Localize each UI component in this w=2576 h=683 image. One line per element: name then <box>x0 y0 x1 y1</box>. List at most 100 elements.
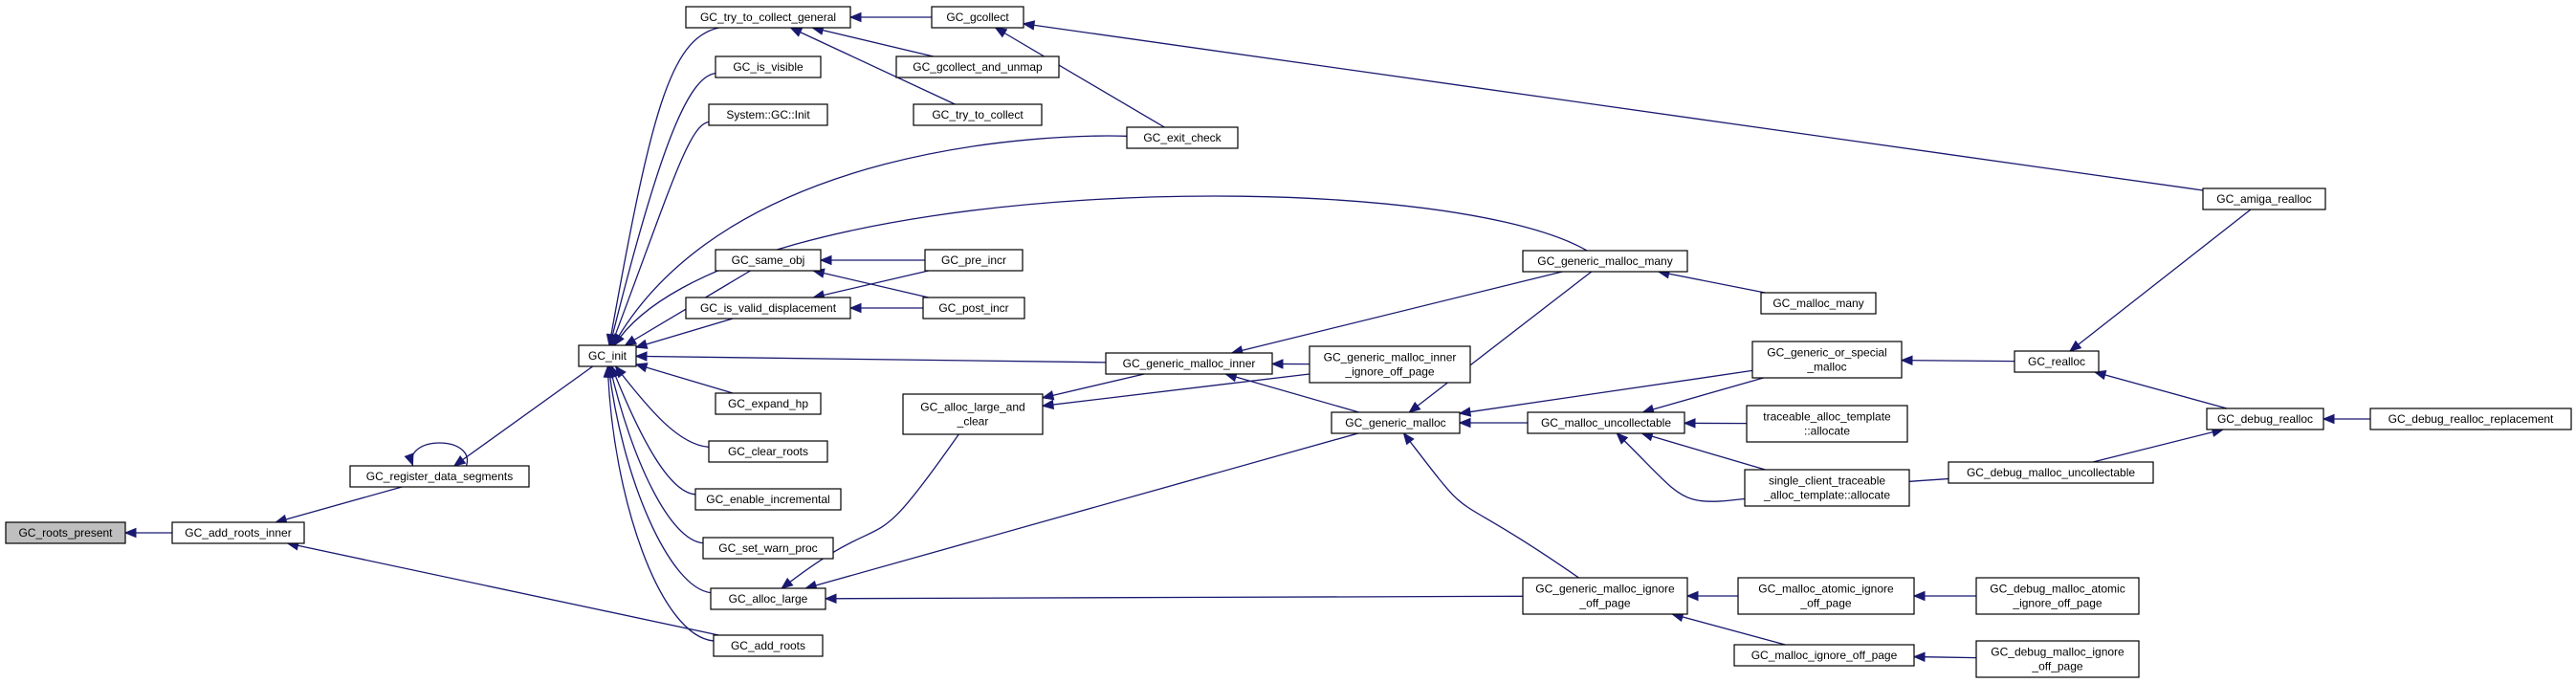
node-gc-gcollect[interactable]: GC_gcollect <box>931 6 1024 29</box>
node-gc-generic-malloc-many[interactable]: GC_generic_malloc_many <box>1522 250 1688 273</box>
node-gc-set-warn-proc[interactable]: GC_set_warn_proc <box>702 537 834 560</box>
edge-gc-alloc-large-to-gc-init <box>607 365 712 594</box>
node-gc-debug-malloc-ignore-off-page[interactable]: GC_debug_malloc_ignore_off_page <box>1975 640 2140 678</box>
node-box[interactable] <box>922 297 1025 319</box>
node-box[interactable] <box>1522 250 1688 273</box>
node-gc-init[interactable]: GC_init <box>578 344 637 367</box>
node-box[interactable] <box>708 103 828 126</box>
node-box[interactable] <box>1126 126 1239 149</box>
node-label: GC_post_incr <box>938 301 1008 315</box>
node-box[interactable] <box>715 55 822 78</box>
node-box[interactable] <box>349 465 530 488</box>
node-box[interactable] <box>713 634 824 657</box>
node-box[interactable] <box>902 393 1044 435</box>
node-box[interactable] <box>1746 405 1908 443</box>
node-box[interactable] <box>1527 411 1685 434</box>
node-gc-try-to-collect-general[interactable]: GC_try_to_collect_general <box>685 6 851 29</box>
node-gc-alloc-large[interactable]: GC_alloc_large <box>710 587 826 610</box>
edge-gc-set-warn-proc-to-gc-init <box>608 365 704 544</box>
node-box[interactable] <box>1105 352 1273 375</box>
node-box[interactable] <box>1975 640 2140 678</box>
node-box[interactable] <box>685 6 851 29</box>
node-gc-try-to-collect[interactable]: GC_try_to_collect <box>913 103 1043 126</box>
node-label: GC_malloc_ignore_off_page <box>1751 649 1898 662</box>
node-box[interactable] <box>1760 292 1877 315</box>
node-gc-same-obj[interactable]: GC_same_obj <box>715 249 822 272</box>
edge-traceable-alloc-template-allocate-to-gc-malloc-uncollectable-arrowhead <box>1683 418 1696 429</box>
node-box[interactable] <box>1751 341 1903 379</box>
node-box[interactable] <box>2014 350 2100 373</box>
node-gc-exit-check[interactable]: GC_exit_check <box>1126 126 1239 149</box>
node-box[interactable] <box>710 587 826 610</box>
node-box[interactable] <box>715 249 822 272</box>
node-box[interactable] <box>931 6 1024 29</box>
node-traceable-alloc-template-allocate[interactable]: traceable_alloc_template::allocate <box>1746 405 1908 443</box>
node-system-gc-init[interactable]: System::GC::Init <box>708 103 828 126</box>
node-box[interactable] <box>2202 187 2326 210</box>
node-box[interactable] <box>5 521 126 544</box>
edge-gc-exit-check-to-gc-gcollect <box>995 27 1165 128</box>
node-box[interactable] <box>1975 577 2140 615</box>
node-box[interactable] <box>1744 469 1910 507</box>
node-box[interactable] <box>1737 577 1915 615</box>
node-gc-clear-roots[interactable]: GC_clear_roots <box>708 440 828 463</box>
node-gc-generic-malloc-inner[interactable]: GC_generic_malloc_inner <box>1105 352 1273 375</box>
node-label: GC_enable_incremental <box>706 493 829 506</box>
node-gc-is-visible[interactable]: GC_is_visible <box>715 55 822 78</box>
edge-gc-enable-incremental-to-gc-init <box>610 365 696 496</box>
node-box[interactable] <box>708 440 828 463</box>
node-box[interactable] <box>2369 408 2572 430</box>
node-label: GC_try_to_collect <box>932 108 1024 121</box>
node-gc-pre-incr[interactable]: GC_pre_incr <box>924 249 1024 272</box>
node-box[interactable] <box>171 521 305 544</box>
edge-system-gc-init-to-gc-init <box>610 121 710 346</box>
node-gc-enable-incremental[interactable]: GC_enable_incremental <box>694 488 842 511</box>
node-gc-generic-malloc-inner-ignore-off-page[interactable]: GC_generic_malloc_inner_ignore_off_page <box>1309 345 1471 384</box>
node-gc-generic-malloc[interactable]: GC_generic_malloc <box>1331 411 1461 434</box>
node-box[interactable] <box>895 55 1060 78</box>
node-single-client-traceable-alloc-template-allocate[interactable]: single_client_traceable_alloc_template::… <box>1744 469 1910 507</box>
node-gc-is-valid-displacement[interactable]: GC_is_valid_displacement <box>685 297 851 319</box>
edge-gc-add-roots-to-gc-add-roots-inner <box>287 542 719 636</box>
node-gc-generic-or-special-malloc[interactable]: GC_generic_or_special_malloc <box>1751 341 1903 379</box>
node-gc-debug-realloc-replacement[interactable]: GC_debug_realloc_replacement <box>2369 408 2572 430</box>
edge-gc-generic-malloc-ignore-off-page-to-gc-alloc-large <box>825 595 1524 600</box>
node-gc-add-roots-inner[interactable]: GC_add_roots_inner <box>171 521 305 544</box>
node-gc-expand-hp[interactable]: GC_expand_hp <box>715 392 822 415</box>
node-gc-post-incr[interactable]: GC_post_incr <box>922 297 1025 319</box>
node-box[interactable] <box>1948 461 2154 484</box>
node-gc-malloc-atomic-ignore-off-page[interactable]: GC_malloc_atomic_ignore_off_page <box>1737 577 1915 615</box>
node-box[interactable] <box>1309 345 1471 384</box>
node-box[interactable] <box>924 249 1024 272</box>
node-gc-generic-malloc-ignore-off-page[interactable]: GC_generic_malloc_ignore_off_page <box>1522 577 1688 615</box>
node-gc-malloc-many[interactable]: GC_malloc_many <box>1760 292 1877 315</box>
node-box[interactable] <box>702 537 834 560</box>
node-label: traceable_alloc_template <box>1763 410 1891 424</box>
node-gc-roots-present[interactable]: GC_roots_present <box>5 521 126 544</box>
node-box[interactable] <box>2206 408 2324 430</box>
node-gc-debug-malloc-atomic-ignore-off-page[interactable]: GC_debug_malloc_atomic_ignore_off_page <box>1975 577 2140 615</box>
node-label: GC_malloc_atomic_ignore <box>1758 583 1894 596</box>
edge-gc-expand-hp-to-gc-init <box>635 364 734 394</box>
node-gc-debug-realloc[interactable]: GC_debug_realloc <box>2206 408 2324 430</box>
node-label: GC_try_to_collect_general <box>700 11 836 24</box>
node-box[interactable] <box>715 392 822 415</box>
node-gc-malloc-ignore-off-page[interactable]: GC_malloc_ignore_off_page <box>1733 644 1915 667</box>
node-gc-add-roots[interactable]: GC_add_roots <box>713 634 824 657</box>
node-box[interactable] <box>1522 577 1688 615</box>
node-gc-malloc-uncollectable[interactable]: GC_malloc_uncollectable <box>1527 411 1685 434</box>
edge-gc-generic-or-special-malloc-to-gc-generic-malloc-arrowhead <box>1458 407 1472 417</box>
node-box[interactable] <box>685 297 851 319</box>
node-gc-alloc-large-and-clear[interactable]: GC_alloc_large_and_clear <box>902 393 1044 435</box>
node-gc-debug-malloc-uncollectable[interactable]: GC_debug_malloc_uncollectable <box>1948 461 2154 484</box>
node-gc-register-data-segments[interactable]: GC_register_data_segments <box>349 465 530 488</box>
node-gc-realloc[interactable]: GC_realloc <box>2014 350 2100 373</box>
node-gc-amiga-realloc[interactable]: GC_amiga_realloc <box>2202 187 2326 210</box>
node-box[interactable] <box>1331 411 1461 434</box>
node-box[interactable] <box>694 488 842 511</box>
edge-gc-amiga-realloc-to-gc-realloc-arrowhead <box>2069 340 2082 352</box>
node-box[interactable] <box>578 344 637 367</box>
node-box[interactable] <box>1733 644 1915 667</box>
node-gc-gcollect-and-unmap[interactable]: GC_gcollect_and_unmap <box>895 55 1060 78</box>
node-box[interactable] <box>913 103 1043 126</box>
